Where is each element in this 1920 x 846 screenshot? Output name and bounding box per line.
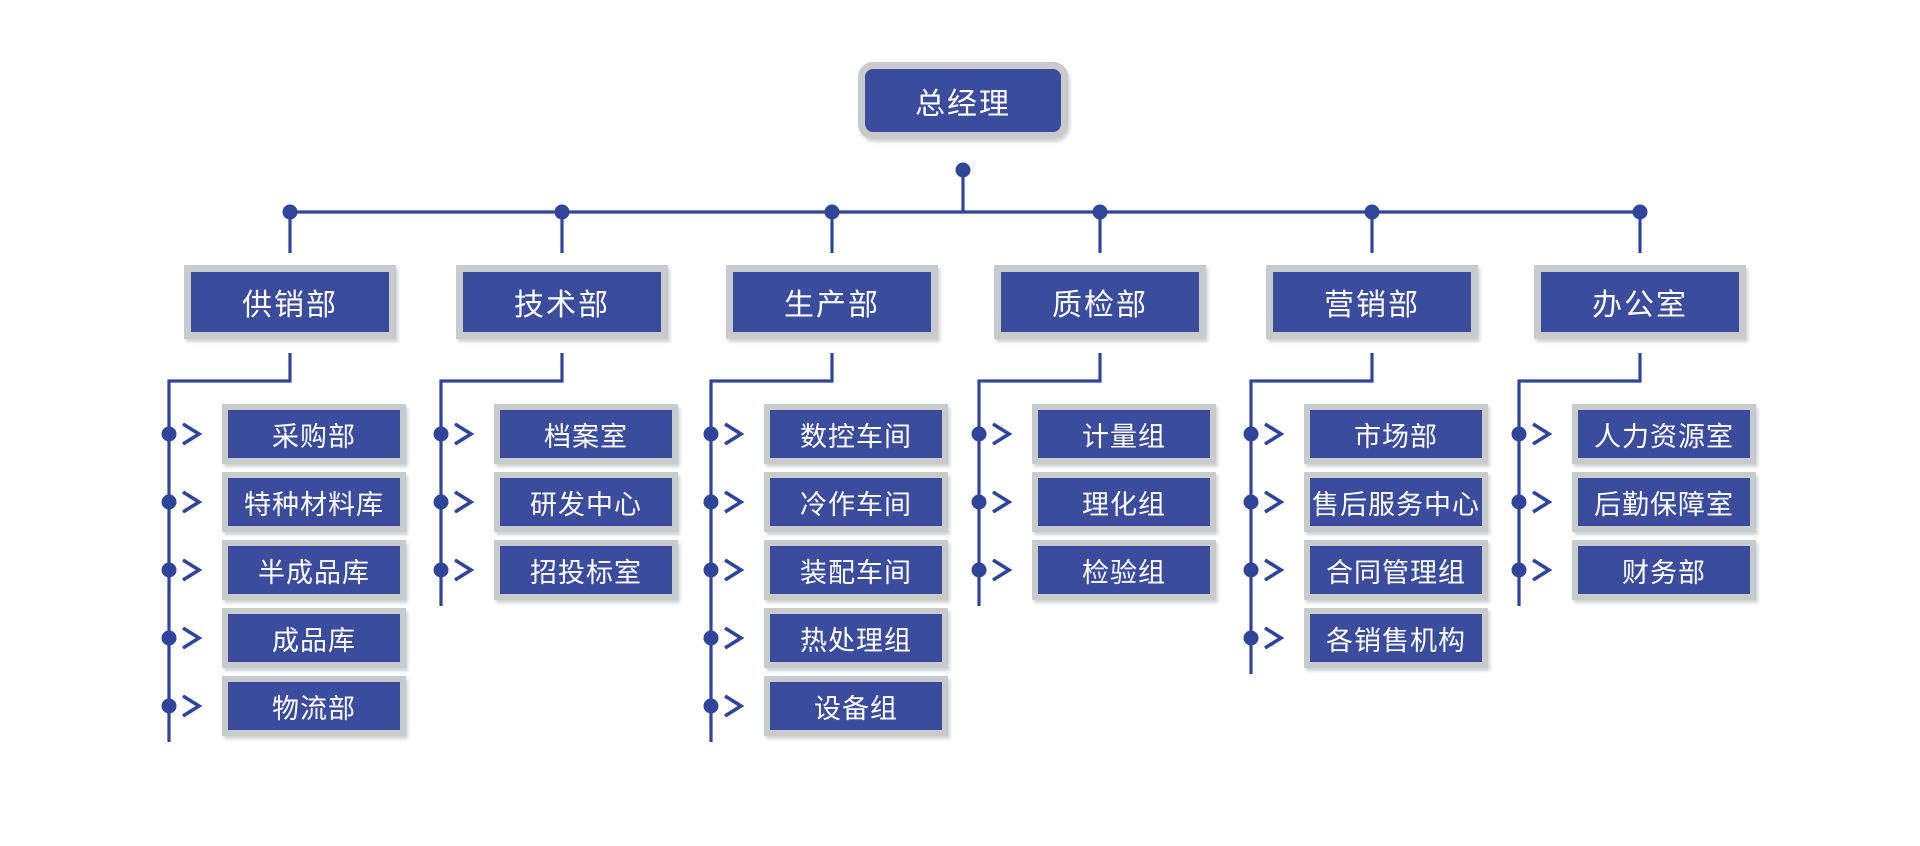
branch-dot [703,698,719,714]
arrow-right-icon [182,626,203,650]
dept-drop-connectors [282,204,1648,253]
group-rail-line [167,353,292,742]
org-child-node: 装配车间 [764,540,948,600]
org-child-node: 合同管理组 [1304,540,1488,600]
branch-dot [433,494,449,510]
node-dept-production: 生产部 [726,265,938,339]
group-rail-line [1517,353,1642,606]
org-child-node: 特种材料库 [222,472,406,532]
branch-dot [161,426,177,442]
org-child-node: 设备组 [764,676,948,736]
node-dept-office: 办公室 [1534,265,1746,339]
branch-connectors-technology [433,422,475,582]
node-general-manager: 总经理 [858,62,1068,139]
branch-dot [1243,494,1259,510]
branch-dot [1243,562,1259,578]
org-child-node: 档案室 [494,404,678,464]
branch-dot [161,494,177,510]
arrow-right-icon [724,490,745,514]
org-child-node: 物流部 [222,676,406,736]
arrow-right-icon [724,558,745,582]
node-dept-supply-sales: 供销部 [184,265,396,339]
arrow-right-icon [724,626,745,650]
org-child-node: 数控车间 [764,404,948,464]
branch-dot [1511,562,1527,578]
arrow-right-icon [454,422,475,446]
branch-dot [703,562,719,578]
arrow-right-icon [1532,490,1553,514]
branch-dot [703,426,719,442]
arrow-right-icon [1264,558,1285,582]
arrow-right-icon [724,422,745,446]
arrow-right-icon [182,558,203,582]
arrow-right-icon [182,490,203,514]
arrow-right-icon [1264,490,1285,514]
org-child-node: 市场部 [1304,404,1488,464]
node-dept-marketing: 营销部 [1266,265,1478,339]
branch-dot [1243,426,1259,442]
org-child-node: 各销售机构 [1304,608,1488,668]
group-rail-line [709,353,834,742]
org-child-node: 热处理组 [764,608,948,668]
branch-dot [1511,494,1527,510]
branch-connectors-supply-sales [161,422,203,718]
arrow-right-icon [182,422,203,446]
branch-connectors-production [703,422,745,718]
org-child-node: 半成品库 [222,540,406,600]
branch-dot [1243,630,1259,646]
org-child-node: 理化组 [1032,472,1216,532]
arrow-right-icon [1264,626,1285,650]
org-child-node: 财务部 [1572,540,1756,600]
org-child-node: 冷作车间 [764,472,948,532]
arrow-right-icon [992,422,1013,446]
arrow-right-icon [1532,558,1553,582]
arrow-right-icon [724,694,745,718]
arrow-right-icon [1264,422,1285,446]
org-child-node: 成品库 [222,608,406,668]
org-child-node: 售后服务中心 [1304,472,1488,532]
branch-connectors-marketing [1243,422,1285,650]
node-dept-quality: 质检部 [994,265,1206,339]
arrow-right-icon [182,694,203,718]
branch-dot [703,630,719,646]
branch-connectors-office [1511,422,1553,582]
branch-connectors-quality [971,422,1013,582]
node-dept-technology: 技术部 [456,265,668,339]
org-child-node: 检验组 [1032,540,1216,600]
group-rails [167,353,1642,742]
org-child-node: 研发中心 [494,472,678,532]
branch-dot [161,698,177,714]
arrow-right-icon [454,558,475,582]
org-child-node: 采购部 [222,404,406,464]
arrow-right-icon [992,490,1013,514]
branch-dot [161,630,177,646]
group-rail-line [1249,353,1374,674]
branch-dot [971,494,987,510]
branch-dot [703,494,719,510]
org-child-node: 人力资源室 [1572,404,1756,464]
branch-dot [433,426,449,442]
branch-dot [971,426,987,442]
branch-dot [1511,426,1527,442]
org-child-node: 招投标室 [494,540,678,600]
branch-dot [161,562,177,578]
group-rail-line [977,353,1102,606]
arrow-right-icon [992,558,1013,582]
group-rail-line [439,353,564,606]
org-child-node: 计量组 [1032,404,1216,464]
arrow-right-icon [454,490,475,514]
org-child-node: 后勤保障室 [1572,472,1756,532]
branch-dot [433,562,449,578]
branch-dot [971,562,987,578]
arrow-right-icon [1532,422,1553,446]
